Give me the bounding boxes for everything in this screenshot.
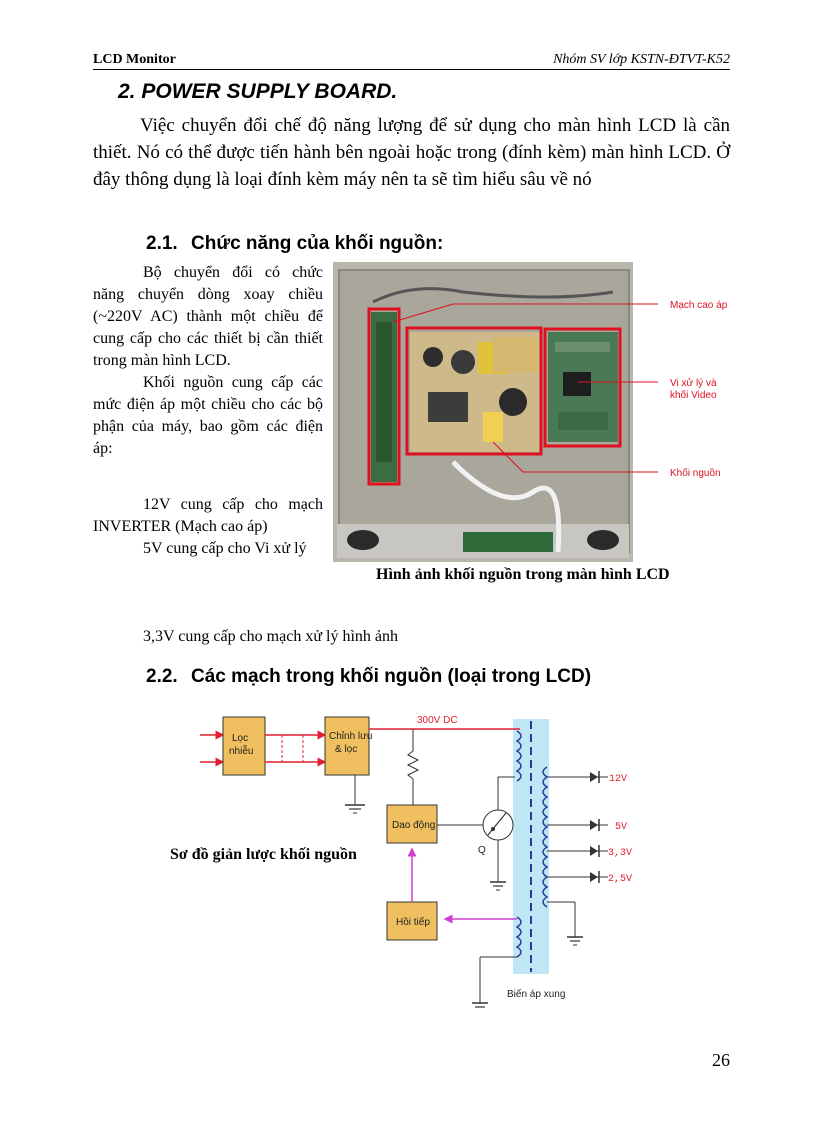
- header-title: LCD Monitor: [93, 52, 176, 67]
- label-high-voltage: Mạch cao áp: [670, 300, 728, 311]
- subsection-2-number: 2.2.: [146, 666, 178, 687]
- feedback-label: Hồi tiếp: [396, 916, 430, 928]
- label-psu: Khối nguồn: [670, 467, 721, 479]
- intro-text: Việc chuyển đổi chế độ năng lượng để sử …: [93, 115, 730, 190]
- voltage-item-3v3: 3,3V cung cấp cho mạch xử lý hình ảnh: [143, 628, 398, 645]
- output-3v3: 3,3V: [547, 845, 632, 859]
- subsection-1-title: Chức năng của khối nguồn:: [191, 233, 444, 254]
- lcd-internal-photo: Mạch cao áp Vi xử lý và khối Video Khối …: [333, 262, 728, 562]
- output-5v-label: 5V: [615, 822, 627, 833]
- output-12v: 12V: [547, 771, 627, 785]
- dc-bus-label: 300V DC: [417, 715, 458, 726]
- intro-paragraph: Việc chuyển đổi chế độ năng lượng để sử …: [93, 112, 730, 193]
- section-title: 2. POWER SUPPLY BOARD.: [118, 80, 398, 103]
- function-text: Bộ chuyển đổi có chức năng chuyển dòng x…: [93, 262, 323, 560]
- subsection-1-number: 2.1.: [146, 233, 178, 254]
- voltage-item-12v: 12V cung cấp cho mạch INVERTER (Mạch cao…: [93, 496, 323, 535]
- output-2v5: 2,5V: [547, 871, 632, 885]
- page-number: 26: [712, 1050, 730, 1070]
- oscillator-label: Dao động: [392, 820, 435, 831]
- rectifier-label-2: & lọc: [335, 744, 357, 755]
- output-2v5-label: 2,5V: [608, 874, 632, 885]
- header-divider: [93, 69, 730, 70]
- label-cpu-1: Vi xử lý và: [670, 377, 717, 389]
- transformer-label: Biến áp xung: [507, 988, 565, 1000]
- schematic-caption: Sơ đồ giản lược khối nguồn: [170, 846, 357, 864]
- rectifier-label-1: Chỉnh lưu: [329, 730, 372, 742]
- output-3v3-label: 3,3V: [608, 848, 632, 859]
- function-paragraph-2: Khối nguồn cung cấp các mức điện áp một …: [93, 374, 323, 457]
- label-cpu-2: khối Video: [670, 389, 717, 401]
- transistor-label: Q: [478, 845, 486, 856]
- subsection-2-heading: 2.2. Các mạch trong khối nguồn (loại tron…: [146, 666, 591, 688]
- photo-caption: Hình ảnh khối nguồn trong màn hình LCD: [376, 566, 670, 583]
- rectifier-block: [324, 716, 370, 776]
- subsection-2-title: Các mạch trong khối nguồn (loại trong LC…: [191, 666, 592, 687]
- header-group: Nhóm SV lớp KSTN-ĐTVT-K52: [553, 52, 730, 67]
- function-paragraph-1: Bộ chuyển đổi có chức năng chuyển dòng x…: [93, 264, 323, 369]
- output-12v-label: 12V: [609, 774, 627, 785]
- switch-transistor: [482, 809, 514, 841]
- noise-filter-block: [222, 716, 266, 776]
- voltage-item-5v: 5V cung cấp cho Vi xử lý: [143, 540, 307, 557]
- subsection-1-heading: 2.1. Chức năng của khối nguồn:: [146, 233, 443, 255]
- oscillator-block: [386, 804, 438, 844]
- filter-label-2: nhiễu: [229, 744, 253, 757]
- filter-label-1: Lọc: [232, 733, 248, 744]
- power-supply-schematic: Lọc nhiễu Chỉnh lưu & lọc 300V DC Dao độ…: [200, 715, 632, 1008]
- output-5v: 5V: [547, 819, 627, 833]
